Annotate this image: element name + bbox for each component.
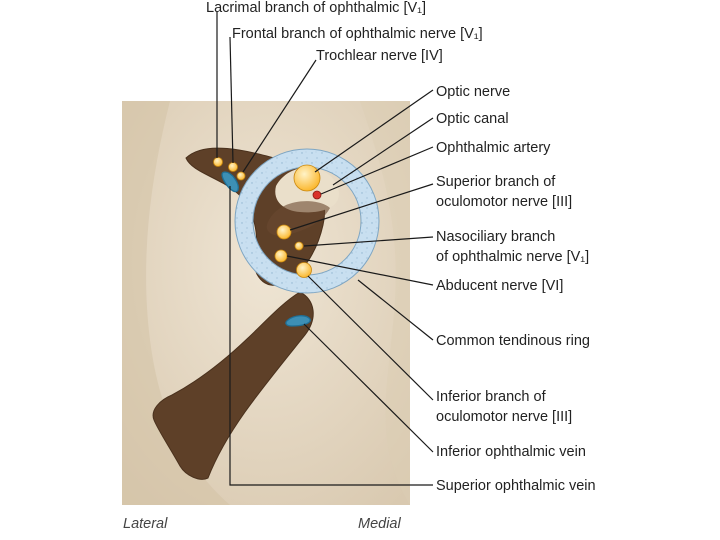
- label-superior-branch-2: oculomotor nerve [III]: [436, 194, 572, 210]
- leader-nasociliary: [303, 236, 434, 247]
- frontal-nerve: [228, 162, 238, 172]
- label-lacrimal: Lacrimal branch of ophthalmic [V₁]: [206, 0, 426, 16]
- leader-inferior-branch: [307, 275, 434, 401]
- label-inferior-branch-1: Inferior branch of: [436, 389, 547, 405]
- label-frontal: Frontal branch of ophthalmic nerve [V₁]: [232, 26, 483, 42]
- leader-tendinous-ring: [357, 279, 434, 341]
- label-trochlear: Trochlear nerve [IV]: [316, 48, 443, 64]
- orientation-medial: Medial: [358, 516, 401, 532]
- leader-ophthalmic-artery: [320, 146, 434, 195]
- label-tendinous-ring: Common tendinous ring: [436, 333, 590, 349]
- superior-ophthalmic-vein: [221, 171, 239, 193]
- label-inferior-vein: Inferior ophthalmic vein: [436, 444, 586, 460]
- bone-shading-right: [360, 101, 410, 505]
- label-abducent: Abducent nerve [VI]: [436, 278, 563, 294]
- label-optic-canal: Optic canal: [436, 111, 509, 127]
- bone-shading: [122, 101, 230, 505]
- superior-branch-oculomotor: [276, 224, 292, 240]
- leader-optic-nerve: [314, 89, 434, 173]
- abducent-nerve: [274, 249, 288, 263]
- label-nasociliary-1: Nasociliary branch: [436, 229, 555, 245]
- lacrimal-nerve: [213, 157, 223, 167]
- trochlear-nerve: [236, 171, 246, 181]
- label-superior-branch-1: Superior branch of: [436, 174, 556, 190]
- leader-trochlear: [242, 59, 317, 173]
- nasociliary-nerve: [294, 241, 304, 251]
- inferior-branch-oculomotor: [296, 262, 312, 278]
- leader-frontal: [229, 36, 234, 164]
- ophthalmic-artery: [312, 190, 322, 200]
- label-ophthalmic-artery: Ophthalmic artery: [436, 140, 551, 156]
- common-tendinous-ring: [235, 149, 379, 293]
- label-nasociliary-2: of ophthalmic nerve [V₁]: [436, 249, 589, 265]
- leader-superior-vein: [229, 186, 433, 486]
- leader-lines: [216, 12, 434, 486]
- label-inferior-branch-2: oculomotor nerve [III]: [436, 409, 572, 425]
- leader-abducent: [286, 255, 434, 286]
- optic-nerve: [293, 164, 321, 192]
- label-optic-nerve: Optic nerve: [436, 84, 510, 100]
- inferior-orbital-fissure: [152, 291, 314, 480]
- orientation-lateral: Lateral: [123, 516, 168, 532]
- label-superior-vein: Superior ophthalmic vein: [436, 478, 596, 494]
- ring-outer-edge: [234, 148, 380, 294]
- leader-superior-branch: [289, 183, 434, 231]
- leader-optic-canal: [332, 117, 434, 186]
- leader-inferior-vein: [303, 323, 434, 453]
